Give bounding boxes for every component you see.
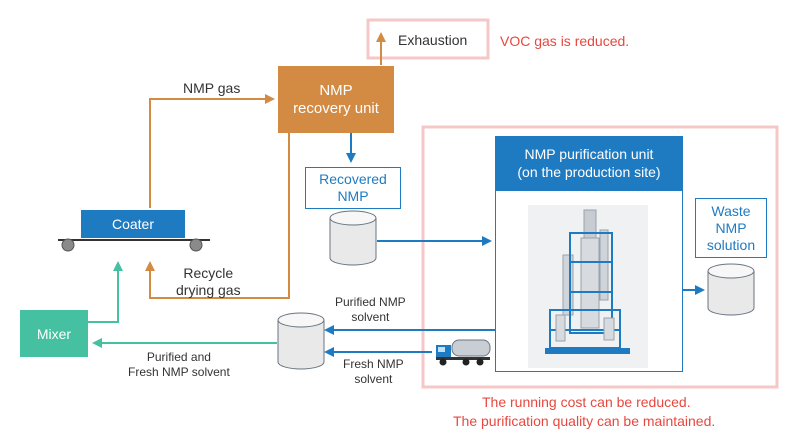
nmp-gas-line [149,94,275,208]
waste-nmp-tank [707,263,755,316]
recycle-drying-gas-line2: drying gas [176,282,241,298]
voc-note: VOC gas is reduced. [500,33,630,49]
nmp-gas-label: NMP gas [183,80,241,96]
voc-highlight-frame [366,18,490,60]
nmp-recovery-unit-line1: NMP [319,81,353,99]
recovered-nmp-line2: NMP [337,188,369,204]
fresh-nmp-solvent-line1: Fresh NMP [343,357,404,371]
tanker-truck-icon [436,339,491,366]
purification-unit-line1: NMP purification unit [524,146,654,162]
running-cost-note: The running cost can be reduced. [482,394,691,410]
waste-nmp-node: Waste NMP solution [695,198,767,258]
purification-unit-frame [495,190,683,372]
recovered-nmp-node: Recovered NMP [305,167,401,209]
nmp-recovery-unit-line2: recovery unit [293,99,379,117]
waste-nmp-line3: solution [706,236,756,253]
onsite-highlight-frame [421,125,779,389]
purified-nmp-solvent-line1: Purified NMP [335,295,406,309]
coater-label: Coater [111,216,155,232]
solvent-tank [277,312,325,370]
mixer-node: Mixer [20,310,88,357]
recovered-nmp-line1: Recovered [319,171,387,187]
waste-nmp-line2: NMP [715,219,747,236]
purified-and-fresh-label: Purified and Fresh NMP solvent [128,350,230,380]
purification-unit-header: NMP purification unit (on the production… [495,136,683,190]
fresh-nmp-solvent-label: Fresh NMP solvent [343,357,404,387]
purified-nmp-solvent-line2: solvent [351,310,390,324]
purified-nmp-solvent-label: Purified NMP solvent [335,295,406,325]
recycle-drying-gas-label: Recycle drying gas [176,265,241,299]
purification-plant-image [528,205,648,368]
waste-nmp-line1: Waste [711,202,751,219]
mixer-to-coater-line [88,261,123,323]
coater-conveyor [58,238,210,252]
recycle-drying-gas-line1: Recycle [183,265,234,281]
mixer-label: Mixer [36,325,72,342]
purified-and-fresh-line2: Fresh NMP solvent [128,365,230,379]
coater-node: Coater [81,210,185,238]
recycle-drying-gas-line [145,133,290,299]
purification-unit-line2: (on the production site) [517,164,661,180]
purified-and-fresh-line1: Purified and [146,350,211,364]
recovered-nmp-tank [329,210,377,266]
exhaustion-label: Exhaustion [398,32,468,48]
nmp-recovery-unit-node: NMP recovery unit [278,66,394,133]
fresh-nmp-solvent-line2: solvent [354,372,393,386]
purification-quality-note: The purification quality can be maintain… [453,413,716,429]
